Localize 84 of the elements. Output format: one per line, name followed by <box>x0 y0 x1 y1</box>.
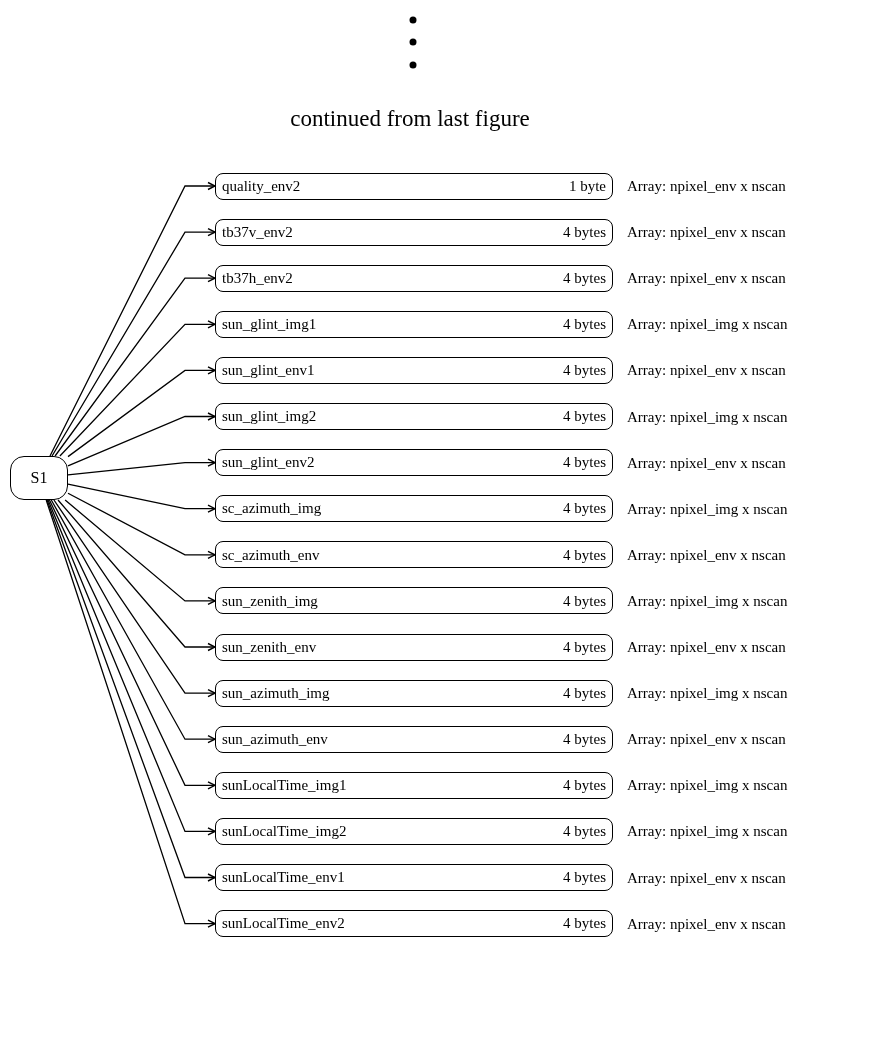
field-box <box>215 495 613 523</box>
field-box <box>215 403 613 430</box>
field-name: sun_zenith_env <box>222 637 317 657</box>
field-name: sun_zenith_img <box>222 591 318 611</box>
field-name: tb37h_env2 <box>222 268 293 288</box>
field-name: sunLocalTime_env2 <box>222 914 345 934</box>
field-size: 4 bytes <box>563 822 606 842</box>
arrow <box>67 412 216 467</box>
field-size: 4 bytes <box>563 637 606 657</box>
array-dimension-note: Array: npixel_env x nscan <box>627 361 786 381</box>
field-box <box>215 771 613 799</box>
array-dimension-note: Array: npixel_env x nscan <box>627 638 786 657</box>
field-name: sun_azimuth_env <box>222 729 328 749</box>
field-box <box>215 310 613 338</box>
array-dimension-note: Array: npixel_img x nscan <box>627 315 788 335</box>
field-name: sun_glint_env2 <box>222 453 315 473</box>
array-dimension-note: Array: npixel_img x nscan <box>627 591 788 611</box>
field-name: sun_glint_env1 <box>222 361 315 381</box>
arrow <box>67 492 216 559</box>
field-size: 4 bytes <box>563 729 606 749</box>
field-size: 4 bytes <box>563 315 606 335</box>
field-name: sc_azimuth_img <box>222 499 322 519</box>
arrow <box>67 483 216 513</box>
field-name: sun_glint_img1 <box>222 315 317 335</box>
array-dimension-note: Array: npixel_img x nscan <box>627 822 788 842</box>
field-size: 4 bytes <box>563 499 606 519</box>
field-box <box>215 541 613 569</box>
field-box <box>215 817 613 845</box>
field-box <box>215 633 613 661</box>
field-name: quality_env2 <box>222 176 301 196</box>
field-box <box>215 264 613 292</box>
state-node <box>10 456 68 500</box>
array-dimension-note: Array: npixel_env x nscan <box>627 223 786 243</box>
field-box <box>215 910 613 938</box>
field-box <box>215 725 613 753</box>
array-dimension-note: Array: npixel_env x nscan <box>627 730 786 750</box>
field-name: sunLocalTime_img1 <box>222 776 347 796</box>
field-box <box>215 172 613 200</box>
field-box <box>215 587 613 615</box>
field-name: sunLocalTime_env1 <box>222 868 345 888</box>
array-dimension-note: Array: npixel_img x nscan <box>627 684 788 704</box>
field-box <box>215 449 613 477</box>
field-name: sun_azimuth_img <box>222 683 330 703</box>
arrow <box>67 458 216 476</box>
arrow <box>50 499 216 744</box>
array-dimension-note: Array: npixel_env x nscan <box>627 177 786 196</box>
arrow <box>53 499 216 698</box>
array-dimension-note: Array: npixel_img x nscan <box>627 407 788 427</box>
field-name: sunLocalTime_img2 <box>222 822 347 842</box>
arrow <box>49 181 216 457</box>
array-dimension-note: Array: npixel_env x nscan <box>627 868 786 888</box>
field-box <box>215 356 613 384</box>
field-size: 4 bytes <box>563 776 606 796</box>
arrow <box>67 366 216 458</box>
field-size: 4 bytes <box>563 407 606 427</box>
array-dimension-note: Array: npixel_env x nscan <box>627 545 786 565</box>
array-dimension-note: Array: npixel_env x nscan <box>627 914 786 934</box>
field-box <box>215 864 613 891</box>
array-dimension-note: Array: npixel_img x nscan <box>627 499 788 519</box>
array-dimension-note: Array: npixel_env x nscan <box>627 269 786 289</box>
field-size: 4 bytes <box>563 683 606 703</box>
arrow <box>57 499 216 652</box>
arrow <box>54 274 216 457</box>
arrow <box>51 227 216 457</box>
array-dimension-note: Array: npixel_img x nscan <box>627 776 788 796</box>
field-size: 4 bytes <box>563 222 606 242</box>
field-name: sc_azimuth_env <box>222 545 320 565</box>
field-size: 4 bytes <box>563 453 606 473</box>
field-box <box>215 679 613 707</box>
field-size: 4 bytes <box>563 868 606 888</box>
arrow <box>59 320 216 457</box>
field-size: 4 bytes <box>563 545 606 565</box>
field-name: sun_glint_img2 <box>222 407 317 427</box>
arrow <box>64 499 216 606</box>
field-box <box>215 218 613 246</box>
field-size: 1 byte <box>568 176 606 196</box>
field-size: 4 bytes <box>563 914 606 934</box>
continuation-note: continued from last figure <box>289 105 531 133</box>
array-dimension-note: Array: npixel_env x nscan <box>627 453 786 473</box>
field-size: 4 bytes <box>563 591 606 611</box>
node-label: S1 <box>30 468 48 488</box>
field-size: 4 bytes <box>563 361 606 381</box>
field-name: tb37v_env2 <box>222 222 293 242</box>
field-size: 4 bytes <box>563 268 606 288</box>
